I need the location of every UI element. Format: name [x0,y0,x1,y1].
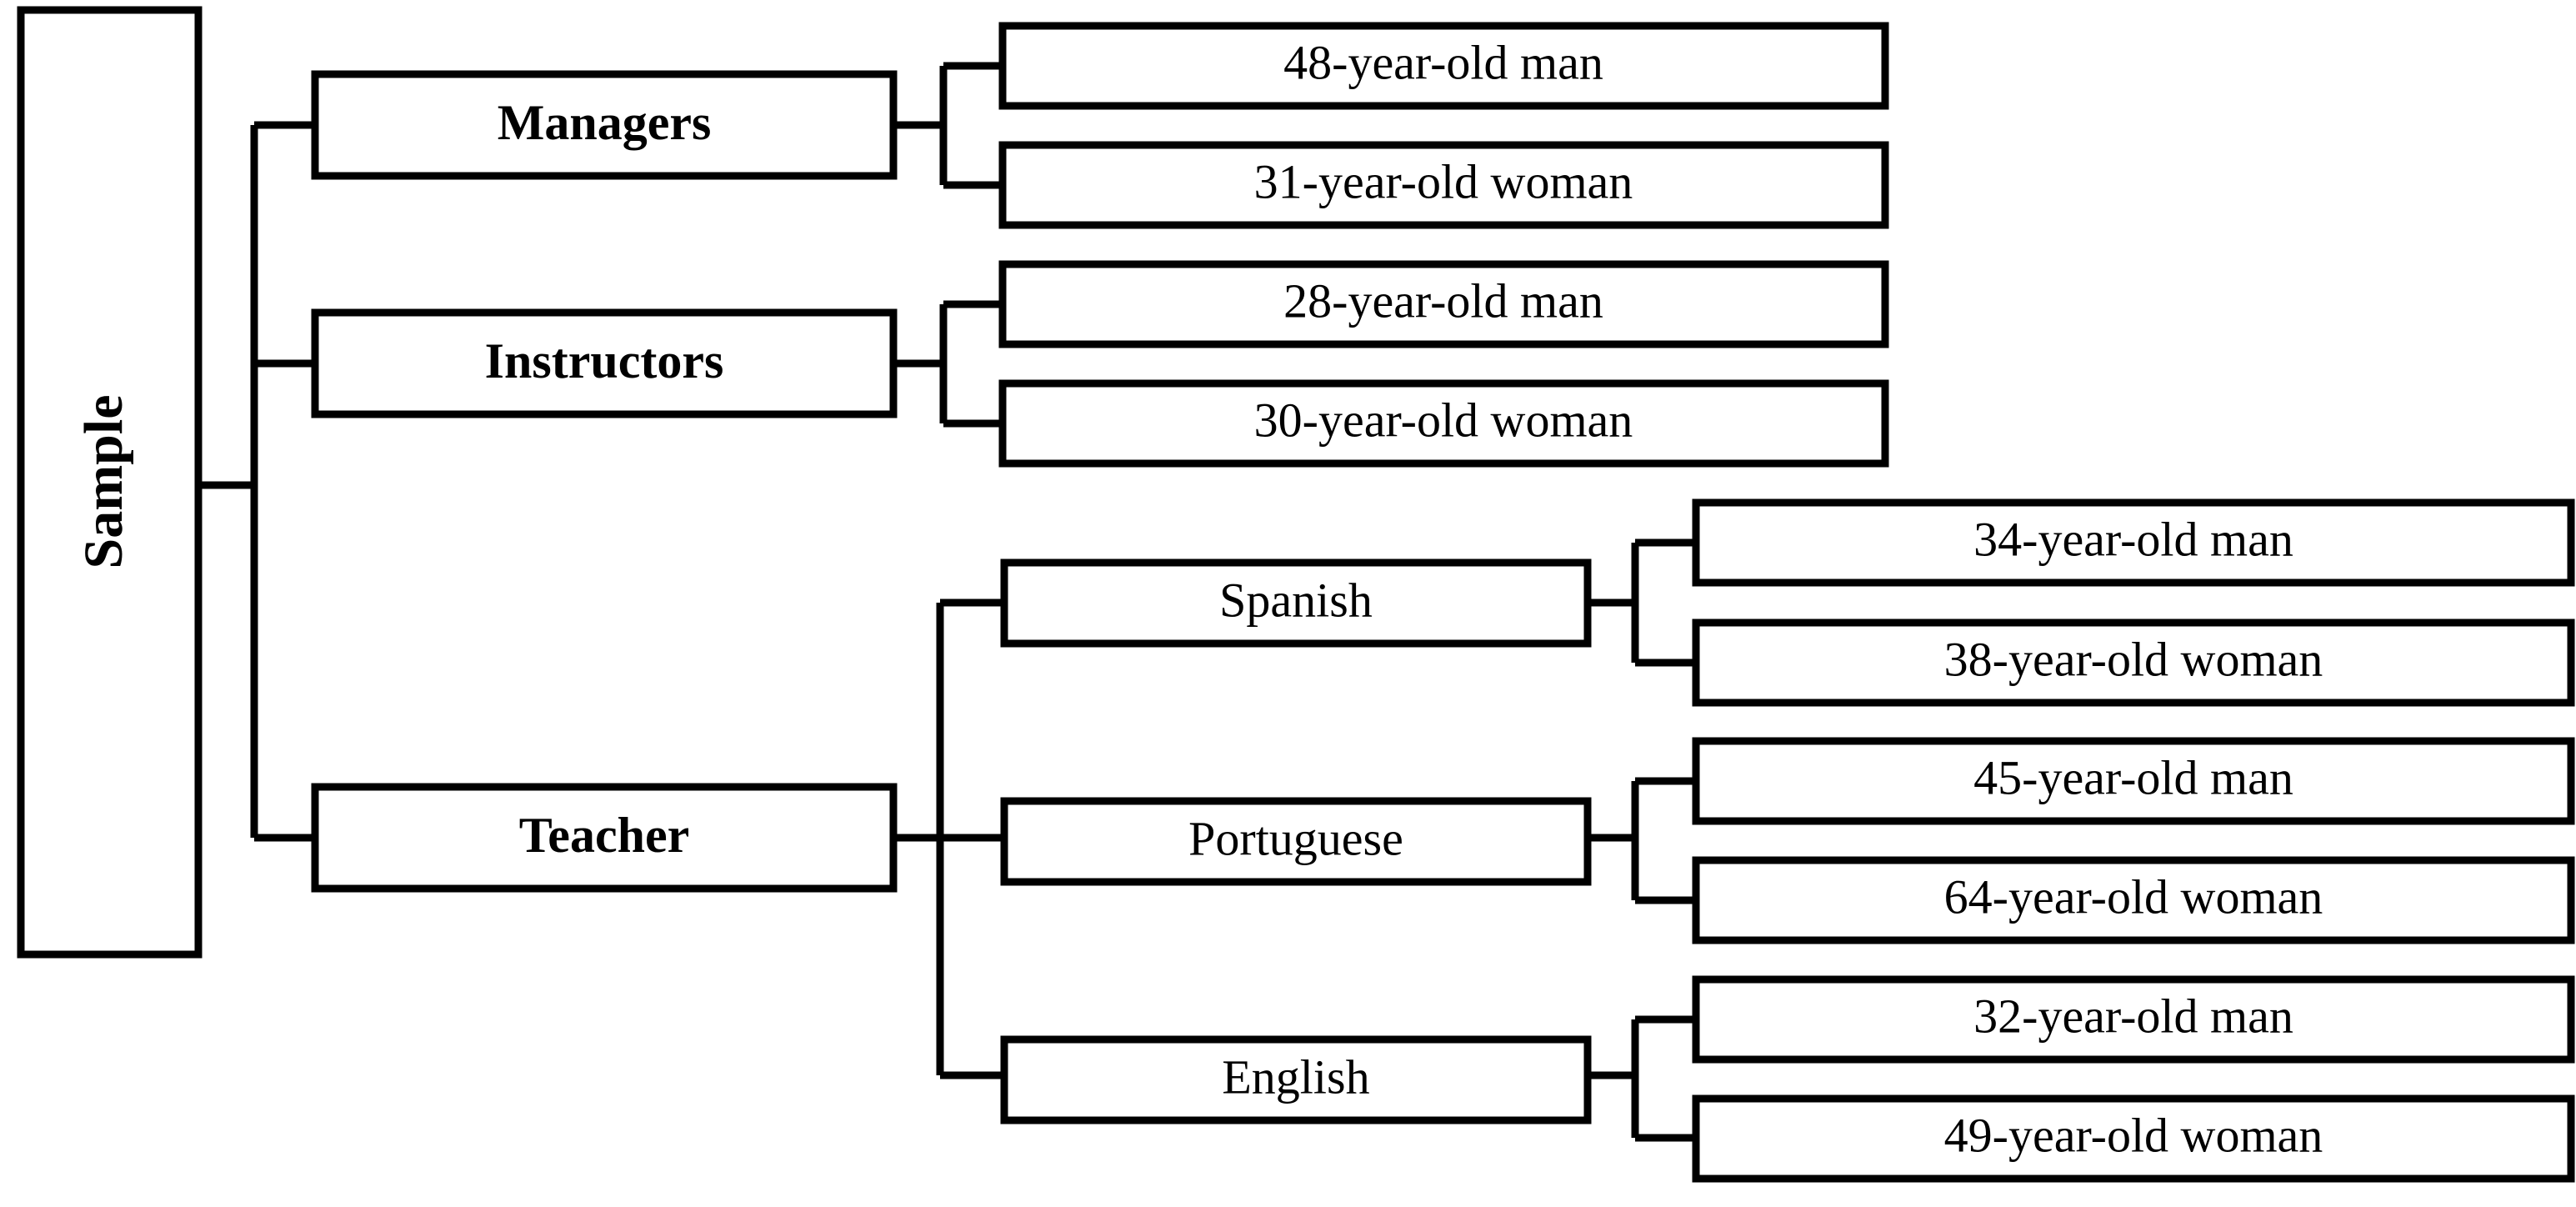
connector-group-spanish [1588,538,1696,667]
node-english-child-2[interactable]: 49-year-old woman [1692,1094,2575,1183]
node-portuguese-child-2[interactable]: 64-year-old woman [1692,856,2575,944]
node-english-child-2-box[interactable] [1692,1094,2575,1183]
node-sample-label: Sample [73,394,134,568]
node-portuguese-child-2-label: 64-year-old woman [1944,869,2323,924]
node-english-label: English [1222,1049,1369,1104]
node-managers-child-2[interactable]: 31-year-old woman [998,141,1889,229]
connector-group-root [198,121,315,842]
node-sample[interactable]: Sample [17,6,203,959]
node-english[interactable]: English [1000,1035,1592,1124]
node-teacher-label: Teacher [519,808,689,863]
connector-group-english [1588,1015,1696,1142]
node-teacher[interactable]: Teacher [311,783,898,893]
node-instructors-box[interactable] [311,308,898,418]
node-spanish-child-1-box[interactable] [1692,498,2575,587]
node-portuguese-child-1-label: 45-year-old man [1973,750,2293,804]
connector-group-teacher [893,598,1004,1079]
node-portuguese-child-2-box[interactable] [1692,856,2575,944]
node-sample-box[interactable] [17,6,203,959]
node-english-child-2-label: 49-year-old woman [1944,1108,2323,1162]
node-portuguese-child-1-box[interactable] [1692,737,2575,825]
node-instructors-label: Instructors [485,333,724,388]
node-instructors-child-1-label: 28-year-old man [1283,273,1603,328]
node-portuguese-label: Portuguese [1188,811,1403,865]
node-instructors-child-2[interactable]: 30-year-old woman [998,379,1889,468]
connector-group-managers [893,62,1003,189]
node-instructors-child-2-box[interactable] [998,379,1889,468]
node-managers-child-2-label: 31-year-old woman [1254,154,1633,208]
node-teacher-box[interactable] [311,783,898,893]
node-spanish-label: Spanish [1219,573,1373,627]
node-portuguese-box[interactable] [1000,797,1592,886]
node-english-box[interactable] [1000,1035,1592,1124]
node-spanish-child-1-label: 34-year-old man [1973,512,2293,566]
node-instructors-child-1[interactable]: 28-year-old man [998,260,1889,348]
node-english-child-1-label: 32-year-old man [1973,989,2293,1043]
connector-group-instructors [893,300,1003,428]
node-managers-child-1-box[interactable] [998,22,1889,110]
node-instructors[interactable]: Instructors [311,308,898,418]
node-english-child-1-box[interactable] [1692,975,2575,1064]
node-spanish[interactable]: Spanish [1000,558,1592,648]
node-managers-child-2-box[interactable] [998,141,1889,229]
node-spanish-child-1[interactable]: 34-year-old man [1692,498,2575,587]
node-spanish-child-2-label: 38-year-old woman [1944,632,2323,686]
node-managers-child-1[interactable]: 48-year-old man [998,22,1889,110]
node-managers[interactable]: Managers [311,70,898,180]
node-portuguese[interactable]: Portuguese [1000,797,1592,886]
node-spanish-box[interactable] [1000,558,1592,648]
connector-group-portuguese [1588,777,1696,904]
node-instructors-child-1-box[interactable] [998,260,1889,348]
node-spanish-child-2-box[interactable] [1692,619,2575,707]
node-spanish-child-2[interactable]: 38-year-old woman [1692,619,2575,707]
node-managers-label: Managers [498,95,712,150]
node-english-child-1[interactable]: 32-year-old man [1692,975,2575,1064]
node-managers-box[interactable] [311,70,898,180]
node-managers-child-1-label: 48-year-old man [1283,35,1603,89]
node-portuguese-child-1[interactable]: 45-year-old man [1692,737,2575,825]
node-instructors-child-2-label: 30-year-old woman [1254,393,1633,447]
